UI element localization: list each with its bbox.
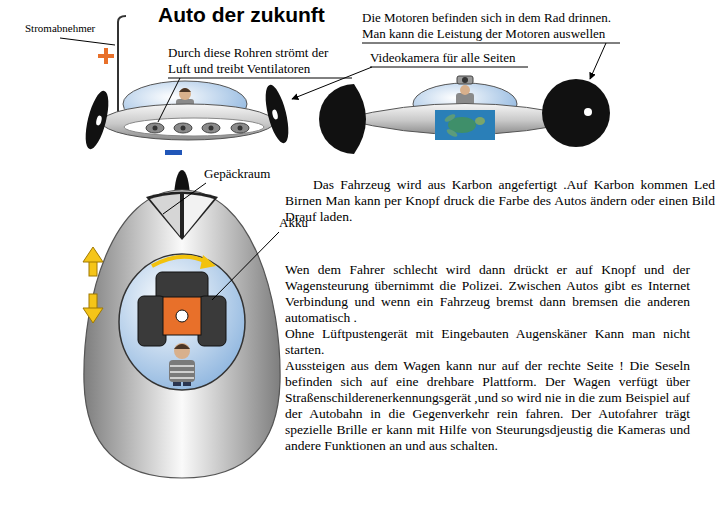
part-label: Stromabnehmer xyxy=(25,22,95,35)
car-body xyxy=(84,190,280,478)
wheel-part xyxy=(584,108,592,116)
minus-symbol xyxy=(165,150,182,155)
up-arrow xyxy=(83,247,103,276)
wheel-part xyxy=(271,109,278,120)
wheel-part xyxy=(542,79,610,147)
person-part xyxy=(174,344,190,349)
wheel-part xyxy=(95,115,102,126)
wheel-part xyxy=(81,89,113,152)
driver-part xyxy=(460,85,470,95)
leader-lines-part xyxy=(158,78,180,122)
callout-note-holder: Die Motoren befinden sich in dem Rad dri… xyxy=(362,10,636,42)
glass-dome xyxy=(119,254,245,390)
description-note: Das Fahrzeug wird aus Karbon angefertigt… xyxy=(285,177,715,225)
picture-on-body xyxy=(435,110,495,140)
callout-note-holder: Videokamera für alle Seiten xyxy=(370,50,515,66)
rotating-platform-part xyxy=(138,296,166,346)
title-holder: Auto der zukunft xyxy=(158,2,325,28)
leader-lines-part xyxy=(362,43,620,44)
callout-note: Die Motoren befinden sich in dem Rad dri… xyxy=(362,10,636,42)
wheel xyxy=(261,83,293,146)
picture-on-body-part xyxy=(475,117,485,125)
driver-part xyxy=(179,88,191,100)
rotating-platform xyxy=(138,272,226,346)
rotating-platform-part xyxy=(198,296,226,346)
air-tube-openings-part xyxy=(146,123,164,133)
leader-lines-part xyxy=(212,232,279,300)
callout-note: Durch diese Rohren strömt der Luft und t… xyxy=(168,45,352,77)
up-arrow-part xyxy=(83,247,103,262)
video-camera xyxy=(457,76,473,84)
leader-lines xyxy=(60,38,620,300)
top-view-car xyxy=(83,170,280,478)
side-view-car xyxy=(81,16,293,155)
rotating-platform-part xyxy=(163,297,201,335)
video-camera-part xyxy=(457,76,473,84)
description-block: Wen dem Fahrer schlecht wird dann drückt… xyxy=(285,262,690,454)
leader-lines-part xyxy=(590,43,606,79)
description-note: Ohne Lüftpustengerät mit Eingebauten Aug… xyxy=(285,326,690,358)
leader-lines-part xyxy=(370,67,528,68)
video-camera-part xyxy=(462,77,468,83)
car-body xyxy=(102,104,274,140)
description-note: Wen dem Fahrer schlecht wird dann drückt… xyxy=(285,262,690,326)
luggage-space xyxy=(146,192,218,241)
description-note-holder: Das Fahrzeug wird aus Karbon angefertigt… xyxy=(285,177,715,225)
driver-part xyxy=(179,88,191,92)
plus-symbol xyxy=(98,48,114,64)
wheel xyxy=(81,89,113,152)
luggage-space-part xyxy=(146,192,218,241)
person-part xyxy=(170,365,194,367)
wheel xyxy=(542,79,610,147)
callout-note: Videokamera für alle Seiten xyxy=(370,50,515,66)
wheel-part xyxy=(261,83,293,146)
air-tube-openings-part xyxy=(209,126,214,131)
person-part xyxy=(170,377,194,379)
rotating-platform-part xyxy=(176,310,188,322)
picture-on-body-part xyxy=(444,113,457,123)
description-note: Aussteigen aus dem Wagen kann nur auf de… xyxy=(285,358,690,454)
rotation-arrow xyxy=(152,257,206,266)
air-tube-openings-part xyxy=(181,126,186,131)
down-arrow xyxy=(83,294,103,323)
down-arrow-part xyxy=(89,294,97,309)
callout-note-holder: Durch diese Rohren strömt der Luft und t… xyxy=(168,45,352,77)
air-tube-openings-part xyxy=(153,126,158,131)
person-part xyxy=(169,360,195,382)
rotation-arrow xyxy=(200,255,216,269)
front-view-car xyxy=(319,76,610,154)
air-tube-openings-part xyxy=(238,126,243,131)
part-label-holder: Stromabnehmer xyxy=(25,22,95,35)
air-tube-openings xyxy=(146,123,249,133)
body-stripe xyxy=(124,118,264,136)
air-tube-openings-part xyxy=(202,123,220,133)
part-label-holder: Gepäckraum xyxy=(204,166,270,182)
person xyxy=(169,343,195,386)
up-arrow-part xyxy=(89,261,97,276)
air-tube-openings-part xyxy=(231,123,249,133)
air-tube-openings-part xyxy=(174,123,192,133)
person-part xyxy=(170,371,194,373)
luggage-space-part xyxy=(150,194,180,236)
part-label: Gepäckraum xyxy=(204,166,270,182)
person-part xyxy=(173,382,181,386)
down-arrow-part xyxy=(83,308,103,323)
title: Auto der zukunft xyxy=(158,2,325,28)
person-part xyxy=(174,343,190,359)
leader-lines-part xyxy=(163,183,206,214)
picture-on-body-part xyxy=(446,128,459,138)
leader-lines-part xyxy=(168,78,352,79)
plus-symbol-part xyxy=(104,48,108,64)
luggage-space-part xyxy=(184,194,214,236)
leader-lines-part xyxy=(60,38,115,45)
person-part xyxy=(183,382,191,386)
wheel xyxy=(319,84,366,154)
picture-on-body-part xyxy=(435,110,495,140)
